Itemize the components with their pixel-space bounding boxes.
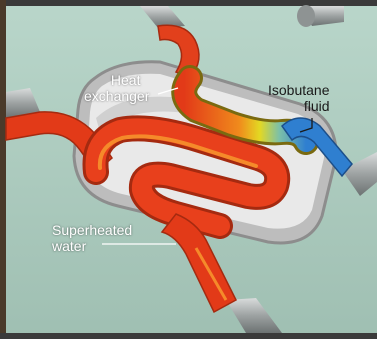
label-superheated-water: Superheated water — [52, 222, 132, 254]
label-superheated-line2: water — [52, 238, 132, 254]
label-heat-exchanger: Heat exchanger — [102, 72, 149, 104]
label-heat-exchanger-line2: exchanger — [84, 88, 149, 104]
label-isobutane-line1: Isobutane — [268, 82, 330, 98]
left-frame — [0, 0, 6, 339]
label-heat-exchanger-line1: Heat — [102, 72, 149, 88]
label-superheated-line1: Superheated — [52, 222, 132, 238]
top-frame — [0, 0, 377, 6]
bottom-frame — [0, 333, 377, 339]
label-isobutane-line2: fluid — [268, 98, 330, 114]
label-isobutane: Isobutane fluid — [268, 82, 330, 114]
